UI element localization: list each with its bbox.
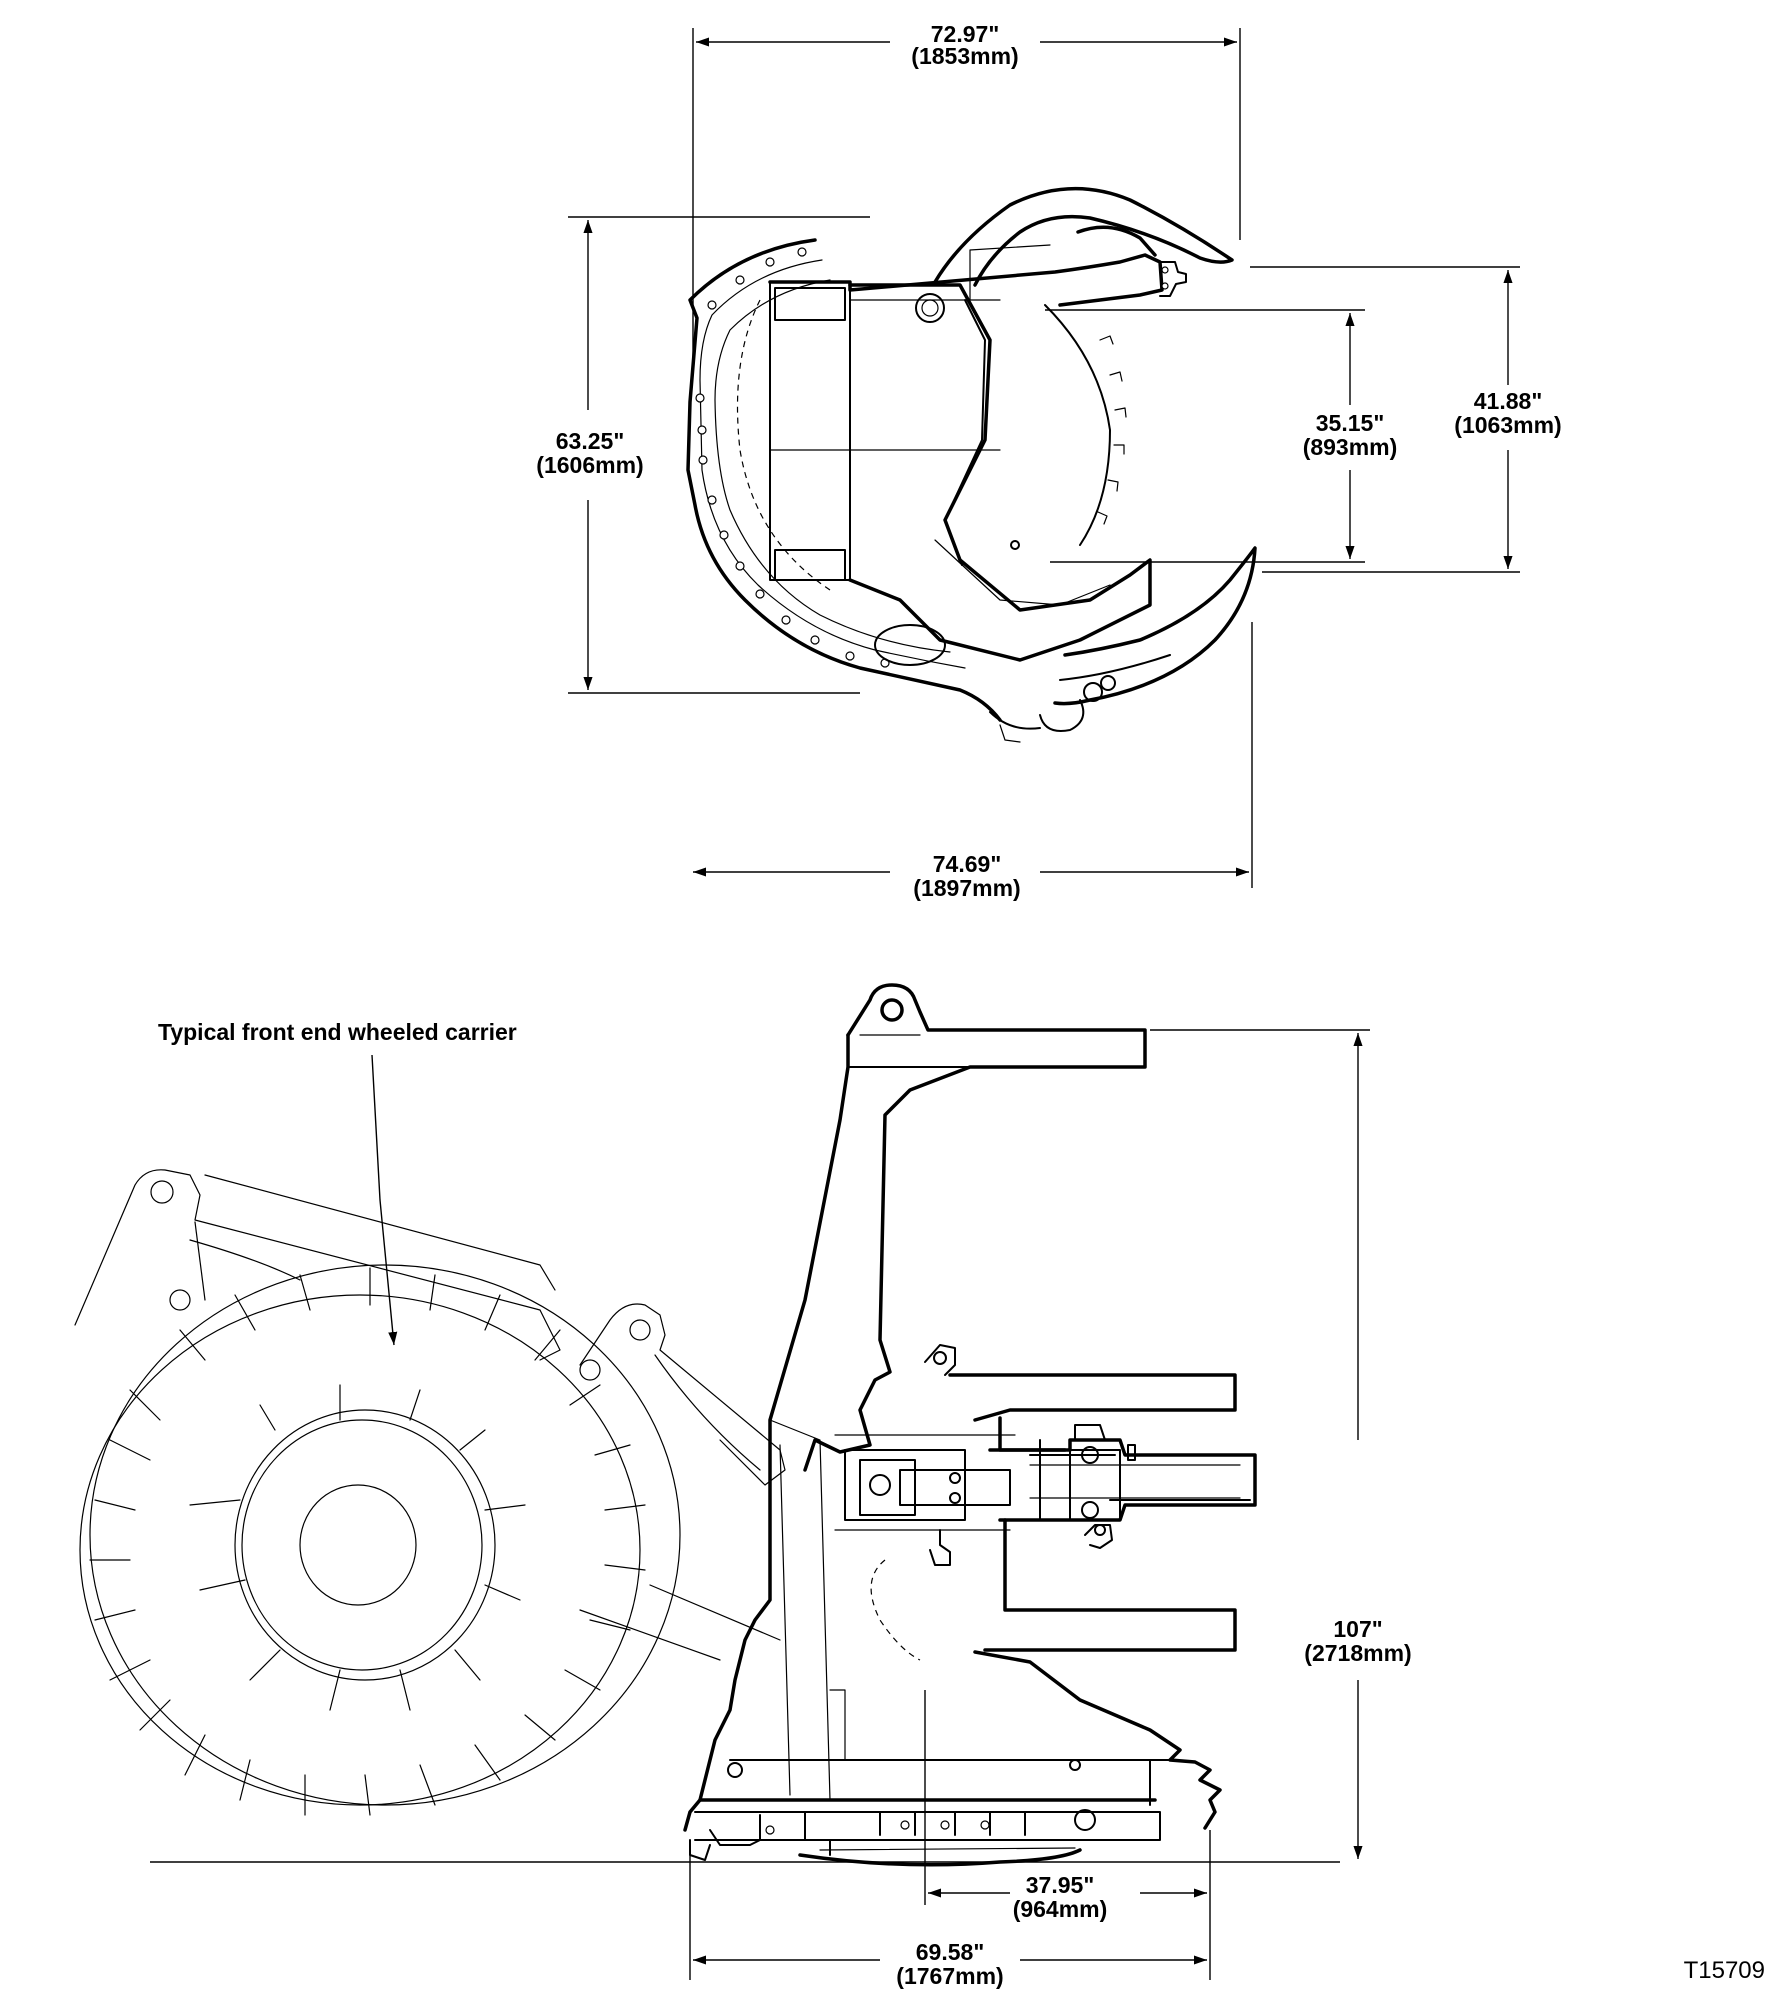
felling-head-frame	[683, 983, 1147, 1832]
lower-horn	[1039, 546, 1257, 732]
dim-width-bottom-mm: (1897mm)	[913, 875, 1020, 901]
dim-depth-inner: 37.95" (964mm)	[924, 1690, 1211, 1980]
housing-bolts	[695, 247, 890, 668]
bottom-bearing	[874, 624, 1041, 743]
dim-height-left-mm: (1606mm)	[536, 452, 643, 478]
dim-opening-outer: 41.88" (1063mm)	[1250, 266, 1562, 573]
dim-depth-total-mm: (1767mm)	[896, 1963, 1003, 1989]
upper-horn	[933, 186, 1234, 297]
side-view: Typical front end wheeled carrier	[74, 983, 1412, 1989]
felling-head-arms	[948, 1373, 1257, 1652]
dim-width-bottom: 74.69" (1897mm)	[693, 622, 1253, 901]
saw-housing	[689, 1419, 1222, 1867]
upper-frame	[768, 244, 1164, 581]
dim-opening-inner: 35.15" (893mm)	[1045, 309, 1398, 563]
dim-width-top: 72.97" (1853mm)	[692, 21, 1241, 370]
carrier-leader	[371, 1054, 398, 1346]
dim-depth-total: 69.58" (1767mm)	[689, 1840, 1207, 1989]
dim-width-top-mm: (1853mm)	[911, 43, 1018, 69]
dim-opening-outer-mm: (1063mm)	[1454, 412, 1561, 438]
carrier-loader-arms	[74, 1169, 786, 1661]
dim-depth-inner-mm: (964mm)	[1013, 1896, 1108, 1922]
dim-opening-inner-mm: (893mm)	[1303, 434, 1398, 460]
top-view: 72.97" (1853mm) 63.25" (1606mm) 35.15" (…	[536, 21, 1561, 901]
dim-depth-inner-inch: 37.95"	[1026, 1872, 1094, 1898]
carrier-label: Typical front end wheeled carrier	[158, 1019, 517, 1045]
dim-height-left: 63.25" (1606mm)	[536, 216, 870, 694]
dim-height-right-inch: 107"	[1333, 1616, 1382, 1642]
dim-width-top-inch: 72.97"	[931, 21, 999, 47]
dim-opening-inner-inch: 35.15"	[1316, 410, 1384, 436]
rotor-housing	[686, 238, 1002, 722]
dim-width-bottom-inch: 74.69"	[933, 851, 1001, 877]
dim-height-right: 107" (2718mm)	[1150, 1029, 1412, 1859]
dim-height-right-mm: (2718mm)	[1304, 1640, 1411, 1666]
carrier-tire	[79, 1264, 681, 1816]
dim-depth-total-inch: 69.58"	[916, 1939, 984, 1965]
reference-code: T15709	[1684, 1957, 1765, 1984]
dim-opening-outer-inch: 41.88"	[1474, 388, 1542, 414]
grab-arm	[848, 283, 1152, 662]
rotor-mechanism	[834, 1344, 1136, 1661]
saw-teeth	[1044, 304, 1127, 546]
dim-height-left-inch: 63.25"	[556, 428, 624, 454]
